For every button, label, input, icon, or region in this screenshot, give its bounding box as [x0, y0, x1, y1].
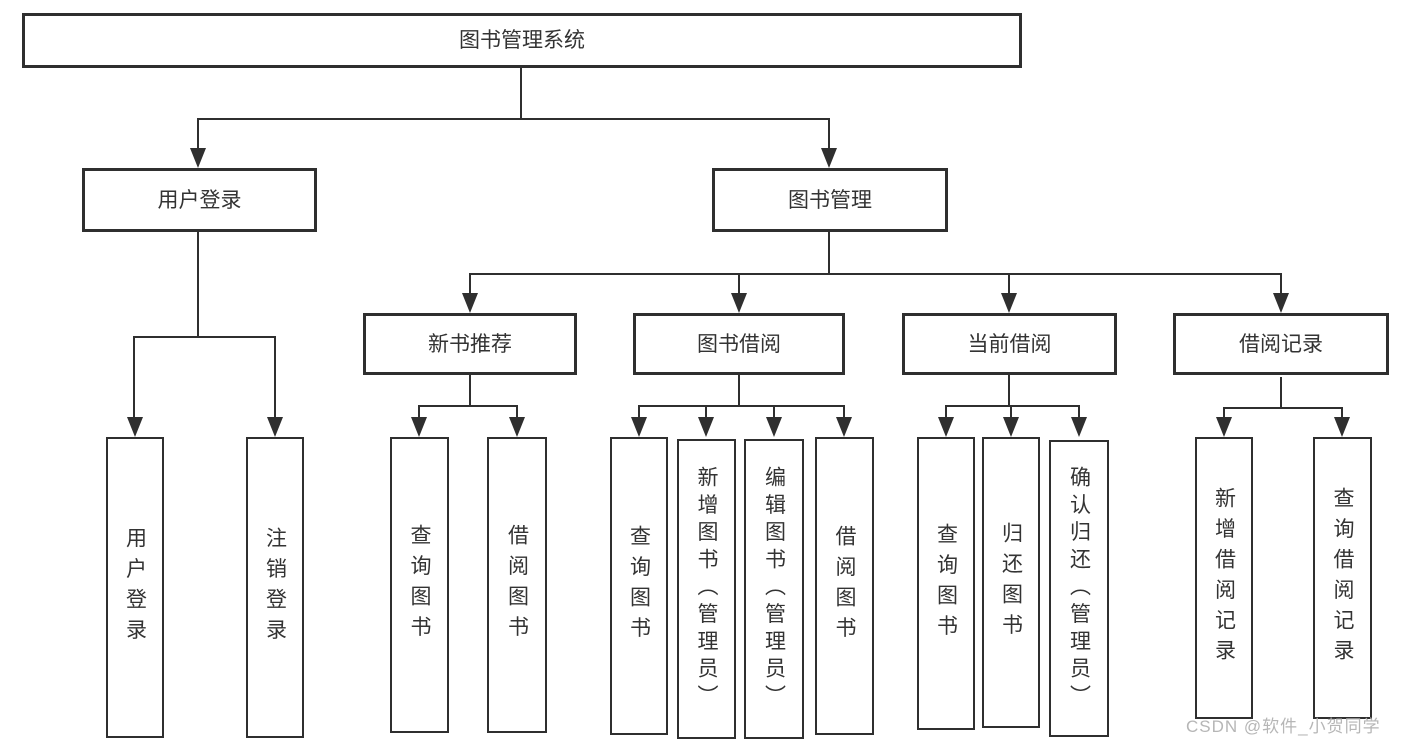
connector-hline	[1223, 407, 1343, 409]
arrowhead-down-icon	[938, 417, 954, 437]
node-user-login: 用户登录	[82, 168, 317, 232]
node-leaf-query-books-current: 查询图书	[917, 437, 975, 730]
arrowhead-down-icon	[698, 417, 714, 437]
csdn-watermark: CSDN @软件_小贺同学	[1186, 717, 1381, 736]
arrowhead-down-icon	[731, 293, 747, 313]
node-leaf-add-borrow-record: 新增借阅记录	[1195, 437, 1253, 719]
arrowhead-down-icon	[509, 417, 525, 437]
node-leaf-logout: 注销登录	[246, 437, 304, 738]
connector-vline	[1223, 407, 1225, 419]
connector-vline	[1280, 377, 1282, 409]
arrowhead-down-icon	[766, 417, 782, 437]
arrowhead-down-icon	[836, 417, 852, 437]
node-leaf-edit-book-admin: 编辑图书（管理员）	[744, 439, 804, 739]
arrowhead-down-icon	[1216, 417, 1232, 437]
connector-vline	[1280, 273, 1282, 295]
connector-hline	[418, 405, 518, 407]
connector-vline	[705, 405, 707, 419]
arrowhead-down-icon	[1071, 417, 1087, 437]
arrowhead-down-icon	[1273, 293, 1289, 313]
connector-vline	[945, 405, 947, 419]
arrowhead-down-icon	[821, 148, 837, 168]
connector-vline	[133, 336, 135, 419]
arrowhead-down-icon	[1001, 293, 1017, 313]
connector-vline	[469, 375, 471, 407]
connector-vline	[1010, 405, 1012, 419]
connector-hline	[638, 405, 845, 407]
connector-hline	[469, 273, 1282, 275]
connector-vline	[274, 336, 276, 419]
connector-vline	[1008, 375, 1010, 407]
connector-vline	[1341, 407, 1343, 419]
node-leaf-user-login: 用户登录	[106, 437, 164, 738]
connector-vline	[828, 232, 830, 275]
connector-hline	[197, 118, 830, 120]
connector-vline	[197, 232, 199, 338]
node-borrow-records: 借阅记录	[1173, 313, 1389, 375]
node-leaf-borrow-books: 借阅图书	[815, 437, 874, 735]
arrowhead-down-icon	[631, 417, 647, 437]
connector-vline	[1008, 273, 1010, 295]
connector-hline	[945, 405, 1080, 407]
connector-hline	[133, 336, 276, 338]
node-leaf-query-books-recommend: 查询图书	[390, 437, 449, 733]
node-leaf-query-books-borrow: 查询图书	[610, 437, 668, 735]
arrowhead-down-icon	[267, 417, 283, 437]
connector-vline	[418, 405, 420, 419]
node-leaf-query-borrow-record: 查询借阅记录	[1313, 437, 1372, 719]
connector-vline	[738, 273, 740, 295]
connector-vline	[843, 405, 845, 419]
node-current-borrow: 当前借阅	[902, 313, 1117, 375]
node-leaf-return-books: 归还图书	[982, 437, 1040, 728]
connector-vline	[638, 405, 640, 419]
node-book-borrow: 图书借阅	[633, 313, 845, 375]
connector-vline	[516, 405, 518, 419]
connector-vline	[773, 405, 775, 419]
arrowhead-down-icon	[462, 293, 478, 313]
arrowhead-down-icon	[1003, 417, 1019, 437]
connector-vline	[738, 375, 740, 407]
arrowhead-down-icon	[1334, 417, 1350, 437]
connector-vline	[1078, 405, 1080, 419]
node-leaf-borrow-books-recommend: 借阅图书	[487, 437, 547, 733]
node-leaf-add-book-admin: 新增图书（管理员）	[677, 439, 736, 739]
arrowhead-down-icon	[127, 417, 143, 437]
connector-vline	[197, 118, 199, 152]
arrowhead-down-icon	[190, 148, 206, 168]
connector-vline	[828, 118, 830, 152]
connector-vline	[469, 273, 471, 295]
arrowhead-down-icon	[411, 417, 427, 437]
node-library-system: 图书管理系统	[22, 13, 1022, 68]
node-book-management: 图书管理	[712, 168, 948, 232]
node-leaf-confirm-return-admin: 确认归还（管理员）	[1049, 440, 1109, 737]
node-new-book-recommend: 新书推荐	[363, 313, 577, 375]
connector-vline	[520, 68, 522, 120]
